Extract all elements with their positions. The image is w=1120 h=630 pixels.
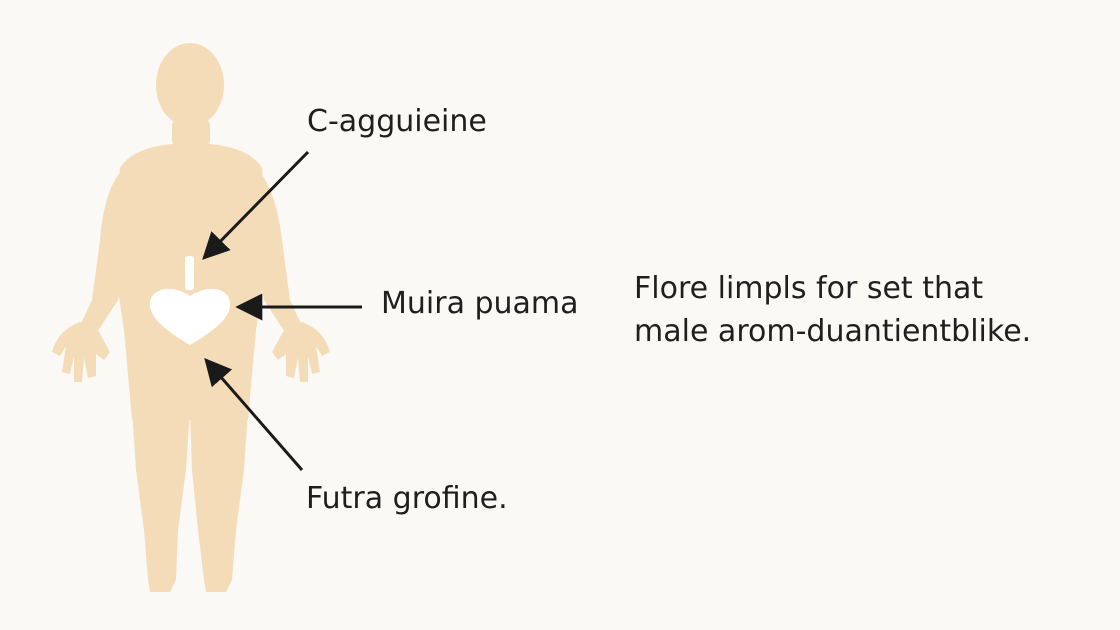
left-arm [78,170,128,340]
description-line-1: Flore limpls for set that [634,271,984,306]
right-hand [272,322,330,382]
human-silhouette [52,43,330,592]
right-leg [190,410,248,592]
organ-highlight [149,256,231,345]
left-hand [52,322,110,382]
description-text: Flore limpls for set that male arom-duan… [634,267,1031,353]
description-line-2: male arom-duantientblike. [634,314,1032,349]
heart-organ-icon [149,288,231,345]
left-leg [132,410,190,592]
organ-duct [185,256,194,290]
arrow-top [202,150,310,260]
neck [172,118,210,148]
callout-label-bottom: Futra grofine. [306,481,508,516]
head [156,43,224,127]
right-arm [254,170,304,340]
callout-arrows [202,150,362,471]
callout-label-top: C-agguieine [307,104,487,139]
callout-label-middle: Muira puama [381,286,579,321]
arrow-bottom [204,357,304,471]
